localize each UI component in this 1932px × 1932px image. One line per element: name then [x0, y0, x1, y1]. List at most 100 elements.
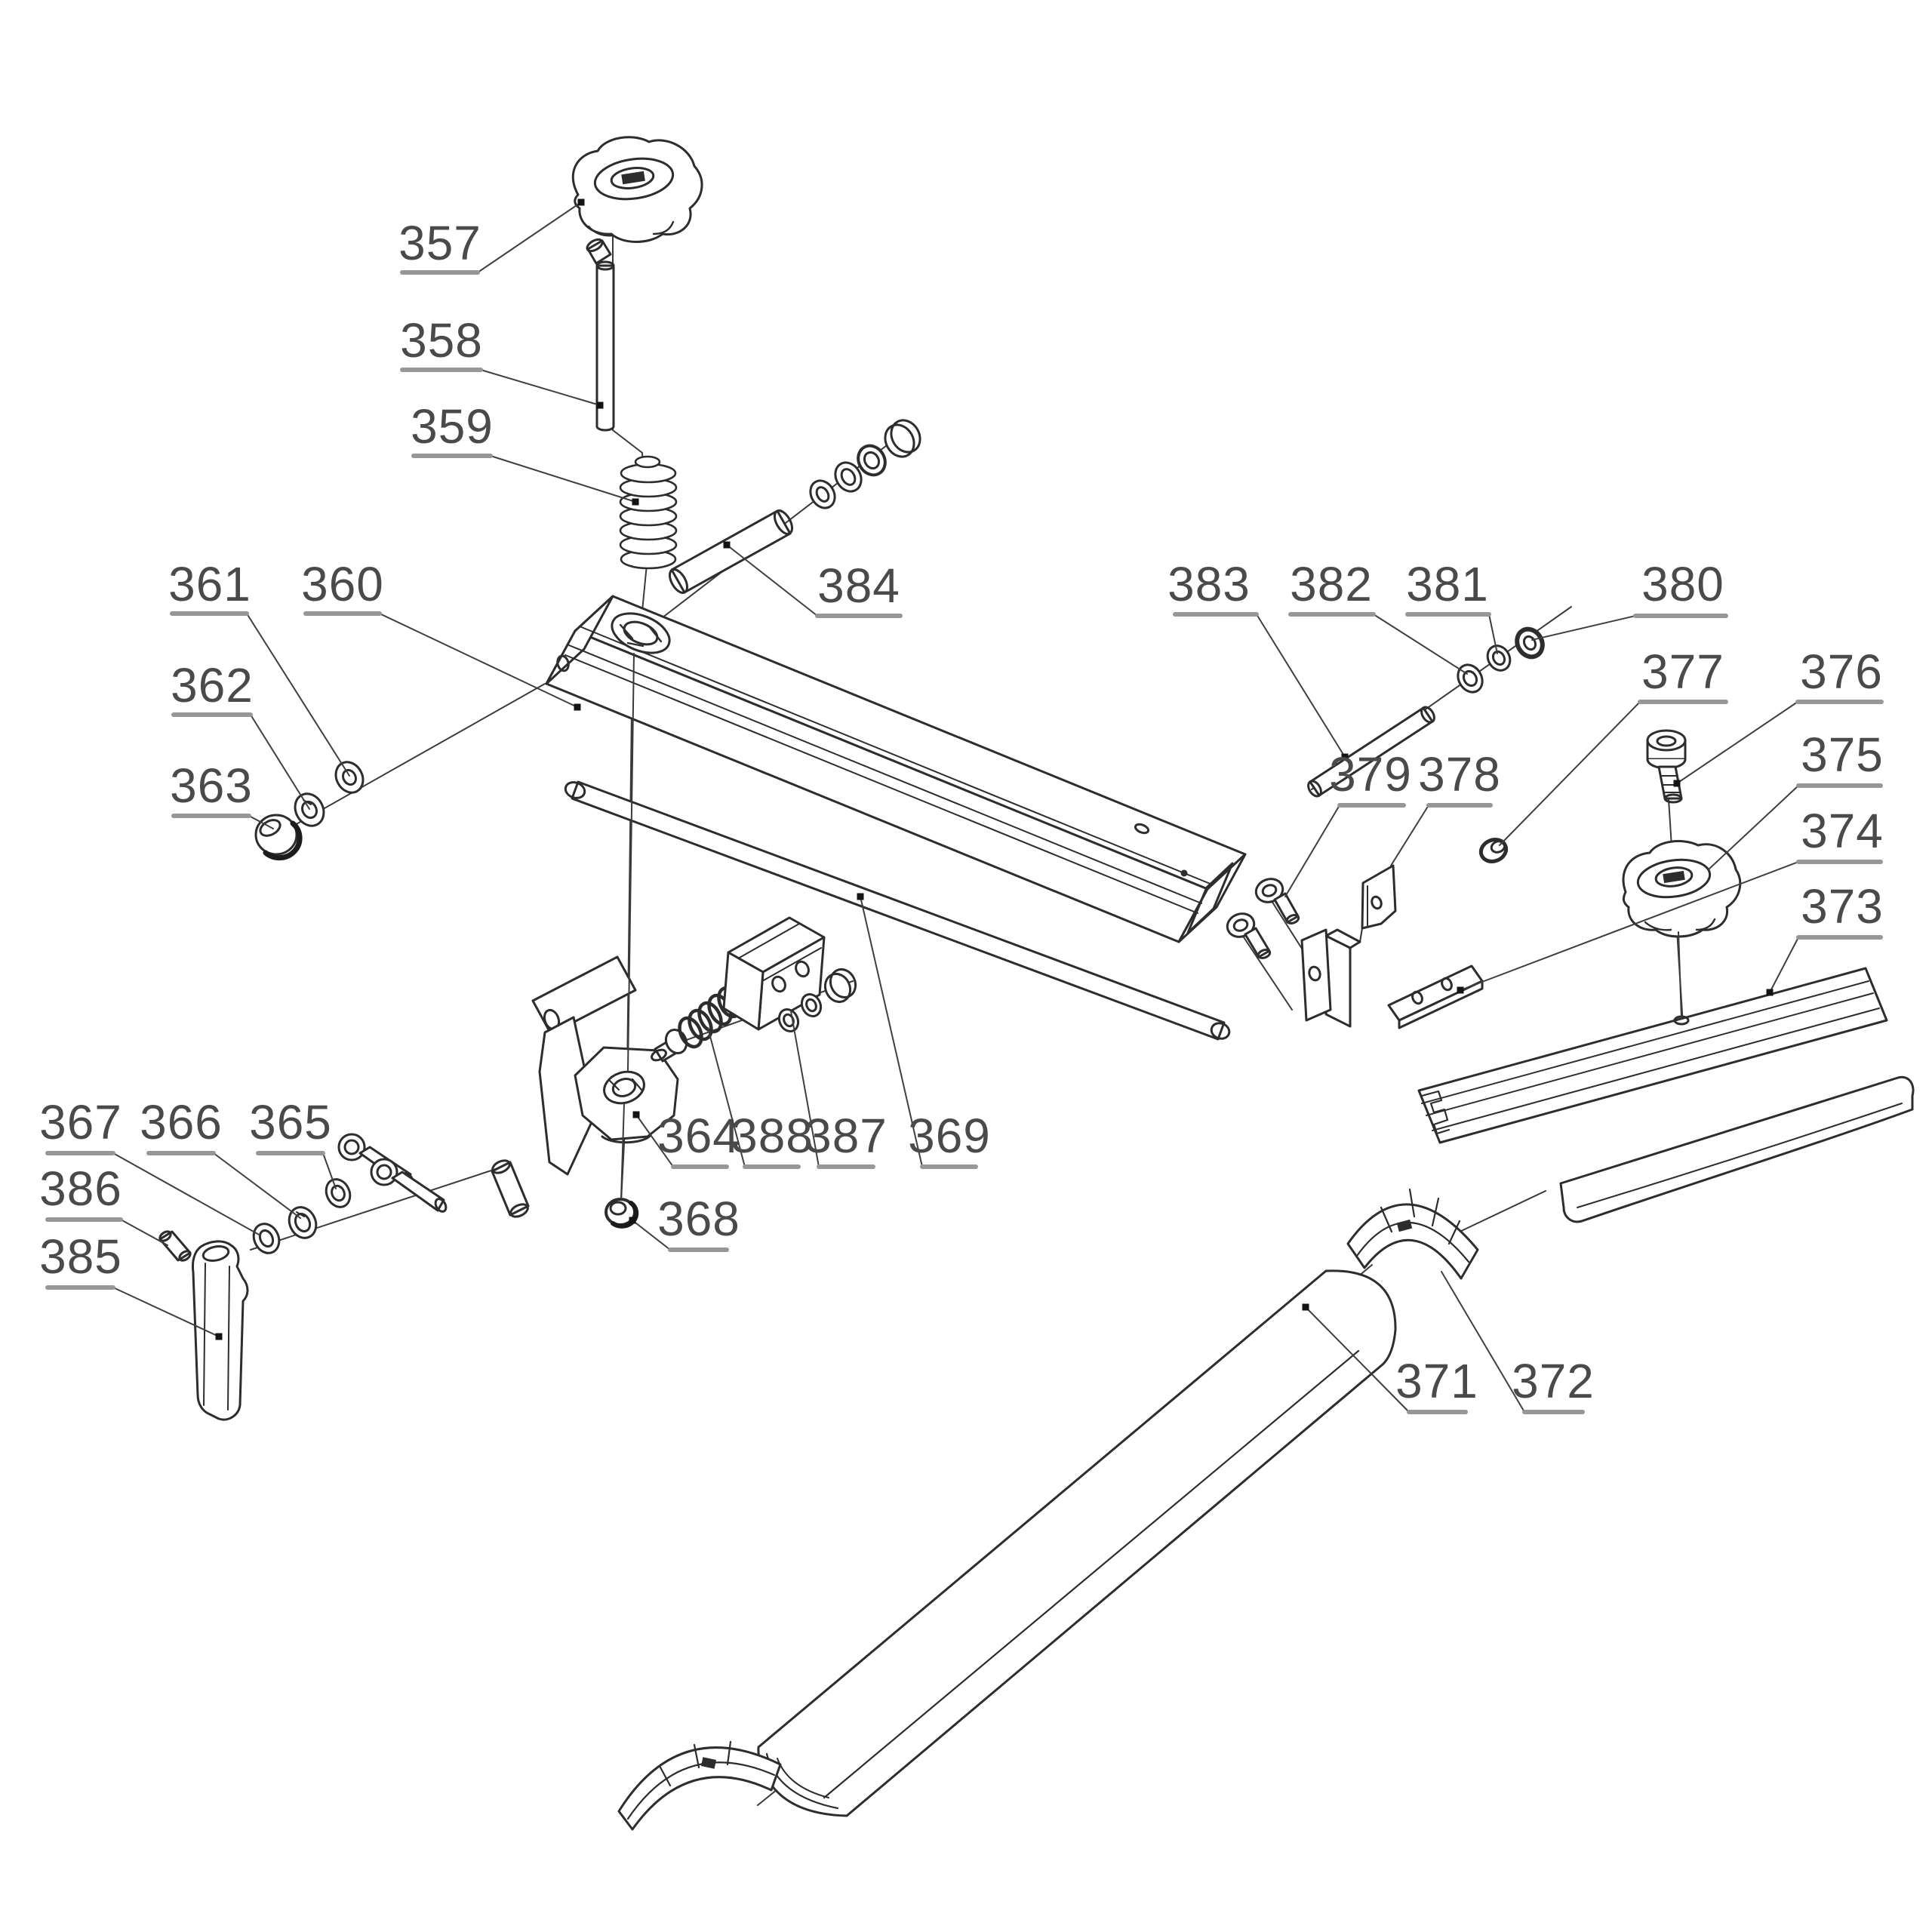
stack-spring-washer-hole	[840, 468, 857, 486]
part-369-guide-rod	[564, 780, 1231, 1041]
cap-band	[617, 1746, 782, 1831]
part-381-washer	[1486, 645, 1512, 672]
blade-body	[757, 1269, 1397, 1817]
screw-head-end	[651, 1048, 667, 1062]
leader-line-386	[120, 1219, 168, 1246]
beam-front-hole	[556, 654, 570, 672]
washer-b	[800, 992, 823, 1018]
part-number-367: 367	[39, 1095, 122, 1149]
bolt2-tip	[1257, 949, 1272, 959]
part-number-387: 387	[804, 1109, 888, 1163]
leader-line-385	[112, 1287, 220, 1337]
part-376-bolt	[1646, 729, 1687, 804]
block-groove-2	[761, 947, 822, 982]
pivot-hole-outer	[603, 1070, 645, 1105]
bolt-tip	[1663, 793, 1683, 804]
cap-slot	[1396, 1219, 1413, 1232]
knob-hole	[1654, 866, 1694, 888]
leader-line-387	[790, 1011, 820, 1168]
leader-dot-359	[632, 498, 639, 506]
leader-line-388	[707, 1027, 746, 1168]
screw2-socket	[376, 1164, 392, 1180]
cap-slot	[700, 1757, 717, 1769]
part-label-373: 373	[1766, 879, 1884, 996]
part-374-clamp-plate	[1387, 964, 1484, 1029]
leader-dot-384	[723, 541, 731, 549]
washer-outer	[325, 1178, 352, 1208]
beam-right-end	[1177, 853, 1247, 943]
leader-dot-358	[596, 401, 604, 409]
screw1-socket	[343, 1139, 360, 1155]
saddle-body	[1559, 1075, 1915, 1223]
part-label-371: 371	[1302, 1303, 1478, 1414]
part-number-381: 381	[1406, 557, 1489, 611]
leader-line-361	[246, 613, 350, 777]
part-label-382: 382	[1288, 557, 1468, 675]
axis-lines-over-parts	[620, 653, 1682, 1199]
part-number-378: 378	[1418, 747, 1501, 801]
knob-lobe-arc	[1644, 918, 1716, 931]
beam-ridge-2	[565, 654, 1198, 914]
part-364-pivot-clevis	[491, 955, 679, 1218]
rail-body	[1417, 967, 1888, 1144]
stack-cap-rim	[890, 419, 921, 454]
vertical-axis-to-nut	[620, 1103, 625, 1199]
part-label-385: 385	[39, 1229, 223, 1340]
leader-dot-374	[1457, 986, 1464, 994]
part-number-386: 386	[39, 1161, 122, 1216]
part-label-386: 386	[39, 1161, 168, 1246]
part-number-360: 360	[301, 557, 384, 611]
beam-top-face	[574, 595, 1247, 891]
pin-right-end	[1420, 706, 1435, 724]
part-388-spring-screw	[651, 978, 752, 1063]
handle-body	[192, 1240, 249, 1421]
part-label-381: 381	[1405, 557, 1498, 654]
coil-top	[634, 455, 661, 469]
leader-dot-360	[574, 703, 581, 711]
part-number-373: 373	[1801, 879, 1884, 934]
part-number-359: 359	[411, 399, 494, 454]
leader-line-373	[1769, 937, 1799, 993]
part-label-384: 384	[723, 541, 903, 618]
leader-dot-383	[1341, 753, 1349, 761]
bushing-inner	[1490, 840, 1506, 854]
knob-hole	[610, 167, 655, 189]
leader-line-367	[112, 1152, 261, 1236]
knob-slot	[621, 171, 645, 185]
leader-dot-368	[629, 1217, 636, 1224]
handle-line-1	[203, 1263, 206, 1406]
taper-pin	[586, 239, 612, 265]
rail-to-cap-axis	[1456, 1190, 1546, 1234]
washer-inner	[1462, 669, 1478, 688]
leader-line-376	[1676, 701, 1798, 784]
washer-inner	[294, 1212, 312, 1233]
part-number-376: 376	[1800, 645, 1883, 699]
bolt-head-top	[1646, 729, 1687, 752]
part-385-lock-handle	[192, 1240, 249, 1421]
part-label-387: 387	[790, 1011, 888, 1169]
bolt2-head	[1226, 912, 1256, 938]
rod-left-end	[564, 781, 586, 799]
part-label-375: 375	[1708, 728, 1883, 870]
part-number-364: 364	[657, 1109, 740, 1163]
leader-line-360	[379, 613, 578, 708]
leader-dot-373	[1766, 989, 1774, 996]
sleeve-left-end	[668, 568, 689, 594]
blade-ridge	[823, 1349, 1360, 1799]
pin-end-1	[158, 1230, 172, 1242]
cap-segments	[1380, 1188, 1461, 1245]
part-367-washer	[252, 1223, 281, 1254]
knob-slot	[1663, 870, 1685, 884]
part-label-360: 360	[301, 557, 581, 711]
part-label-377: 377	[1499, 645, 1728, 846]
beam-top-hole	[1134, 823, 1150, 835]
block-hole-2	[795, 960, 810, 978]
clevis-boss-bottom	[509, 1203, 529, 1218]
part-label-357: 357	[398, 198, 585, 275]
part-number-358: 358	[400, 313, 483, 368]
part-372-end-cap	[1346, 1188, 1479, 1280]
clevis-arm	[531, 955, 637, 1035]
leader-line-378	[1390, 804, 1429, 866]
bracket-plate-hole	[1308, 965, 1321, 982]
